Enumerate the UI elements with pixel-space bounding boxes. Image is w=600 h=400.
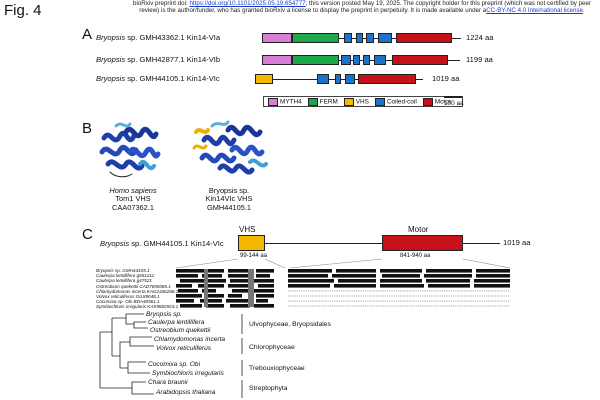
alignment-sequence-names: Bryopsis sp. GMH44105.1 Caulerpa lentill… xyxy=(96,268,179,310)
coiled-coil-domain xyxy=(317,74,329,84)
panel-c-backbone xyxy=(238,243,500,244)
alignment-seq-name: Volvox reticuliferus GIL89048.1 xyxy=(96,294,160,300)
length-vic: 1019 aa xyxy=(432,74,460,83)
clade-label: Streptophyta xyxy=(249,385,288,392)
panel-c-protein-label: Bryopsis sp. GMH44105.1 Kin14-VIc xyxy=(100,239,224,248)
preprint-notice-end: . xyxy=(582,7,585,15)
kin14vic-vhs-caption: Bryopsis sp. Kin14VIc VHS GMH44105.1 xyxy=(205,186,253,212)
license-link[interactable]: CC-BY-NC 4.0 International license xyxy=(486,7,583,15)
protein-label-via: Bryopsis sp. GMH43362.1 Kin14-VIa xyxy=(96,33,221,42)
protein-label-vic: Bryopsis sp. GMH44105.1 Kin14-VIc xyxy=(96,74,220,83)
coiled-coil-domain xyxy=(378,33,392,43)
vhs-range-label: 99-144 aa xyxy=(240,253,268,259)
coiled-coil-domain xyxy=(341,55,351,65)
alignment-seq-name: Caulerpa lentillifera g47521 xyxy=(96,278,152,284)
motor-domain-vib xyxy=(392,55,448,65)
panel-c-motor-domain xyxy=(382,235,463,251)
clade-brackets xyxy=(241,314,243,398)
panel-c-length: 1019 aa xyxy=(503,238,531,247)
tree-taxon: Volvox reticuliferus xyxy=(156,345,212,352)
clade-label: Chlorophyceae xyxy=(249,344,295,351)
tom1-vhs-caption: Homo sapiens Tom1 VHS CAA07362.1 xyxy=(109,186,157,212)
coiled-coil-domain xyxy=(356,33,363,43)
alignment-seq-name: Caulerpa lentillifera g551211 xyxy=(96,273,155,279)
legend-vhs: VHS xyxy=(343,97,369,106)
preprint-notice-mid: ; this version posted May 19, 2025. The … xyxy=(139,0,591,15)
motor-domain-via xyxy=(396,33,452,43)
figure-title: Fig. 4 xyxy=(4,2,42,19)
length-via: 1224 aa xyxy=(466,33,494,42)
tree-taxon: Ostreobium quekettii xyxy=(150,327,211,334)
vhs-domain-label: VHS xyxy=(239,225,256,234)
preprint-notice: bioRxiv preprint doi: https://doi.org/10… xyxy=(128,0,596,14)
alignment-seq-name: Ostreobium quekettii CAD7695085.1 xyxy=(96,283,171,289)
tree-taxon: Bryopsis sp. xyxy=(146,311,182,318)
scale-bar-label: 100 aa xyxy=(444,100,464,107)
myth4-domain-vib xyxy=(262,55,292,65)
tree-taxon: Chlamydomonas incerta xyxy=(154,336,226,343)
tree-taxon: Caulerpa lentillifera xyxy=(148,319,205,326)
coiled-coil-domain xyxy=(335,74,341,84)
multiple-sequence-alignment xyxy=(176,269,510,308)
legend-coiled-coil: Coiled-coil xyxy=(374,97,417,106)
ferm-domain-via xyxy=(292,33,339,43)
panel-c-label: C xyxy=(82,226,93,243)
panel-a-label: A xyxy=(82,26,93,43)
preprint-doi-link[interactable]: https://doi.org/10.1101/2025.05.19.65477… xyxy=(189,0,306,7)
coiled-coil-domain xyxy=(344,33,352,43)
clade-label: Ulvophyceae, Bryopsidales xyxy=(249,321,331,328)
alignment-seq-name: Symbiochloris irregularis KAK9802923.1 xyxy=(96,304,179,310)
panel-c-vhs-domain xyxy=(238,235,265,251)
tree-taxon: Symbiochloris irregularis xyxy=(152,370,224,377)
myth4-domain-via xyxy=(262,33,292,43)
legend-myth4: MYTH4 xyxy=(268,97,302,106)
coiled-coil-domain xyxy=(345,74,355,84)
preprint-notice-pre: bioRxiv preprint doi: xyxy=(133,0,190,7)
coiled-coil-domain xyxy=(363,55,370,65)
motor-domain-label: Motor xyxy=(408,225,429,234)
legend-motor: Motor xyxy=(422,97,451,106)
motor-range-label: 841-940 aa xyxy=(400,253,431,259)
tom1-vhs-structure-image xyxy=(99,122,161,178)
protein-label-vib: Bryopsis sp. GMH42877.1 Kin14-VIb xyxy=(96,55,221,64)
coiled-coil-domain xyxy=(374,55,386,65)
protein-backbone-vib xyxy=(262,60,460,61)
kin14vic-vhs-structure-image xyxy=(192,120,268,175)
length-vib: 1199 aa xyxy=(466,55,493,64)
domain-legend: MYTH4 FERM VHS Coiled-coil Motor xyxy=(263,96,463,107)
tree-taxon: Chara braunii xyxy=(148,379,188,386)
alignment-seq-name: Bryopsis sp. GMH44105.1 xyxy=(96,268,150,273)
legend-ferm: FERM xyxy=(307,97,338,106)
clade-label: Trebouxiophyceae xyxy=(249,365,305,372)
ferm-domain-vib xyxy=(292,55,339,65)
scale-bar xyxy=(444,96,462,98)
alignment-seq-name: Cocomixa sp. Obi BDA40561.1 xyxy=(96,299,160,305)
tree-taxon: Arabidopsis thaliana xyxy=(156,389,216,396)
alignment-seq-name: Chlamydomonas incerta KAG2436288.1 xyxy=(96,288,179,294)
coiled-coil-domain xyxy=(353,55,360,65)
coiled-coil-domain xyxy=(366,33,374,43)
phylogenetic-tree xyxy=(99,313,154,395)
vhs-domain-vic xyxy=(255,74,273,84)
panel-b-label: B xyxy=(82,120,93,137)
tree-taxon: Cocomixa sp. Obi xyxy=(148,361,201,368)
motor-domain-vic xyxy=(358,74,416,84)
